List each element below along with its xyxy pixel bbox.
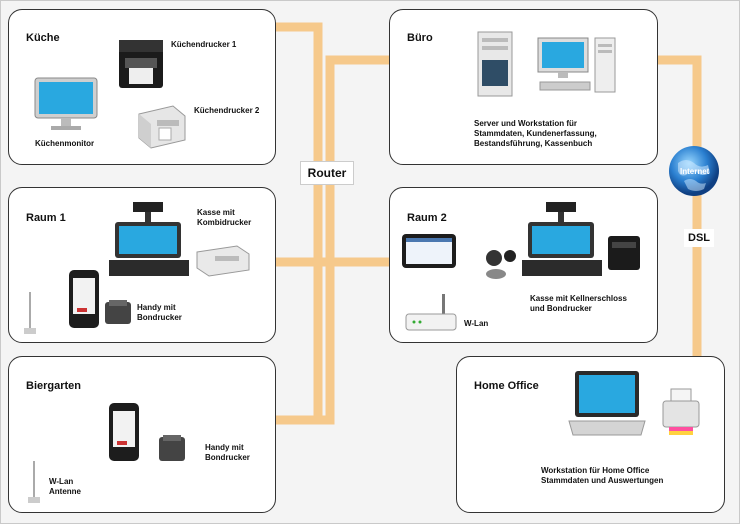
section-biergarten: Biergarten Handy mit Bondrucker W-Lan An… xyxy=(8,356,276,513)
internet-globe-icon xyxy=(669,146,719,196)
wlan-label: W-Lan xyxy=(464,319,489,328)
section-title: Home Office xyxy=(474,380,539,392)
biergarten-handy-label-2: Bondrucker xyxy=(205,453,250,462)
raum1-pos-label-2: Kombidrucker xyxy=(197,218,252,227)
section-title: Raum 1 xyxy=(26,212,66,224)
kitchen-monitor-label: Küchenmonitor xyxy=(35,139,95,148)
internet-label: Internet xyxy=(680,167,710,176)
section-raum2: Raum 2 Kasse mit Kellnerschloss und Bond… xyxy=(389,187,658,343)
pos-terminal-icon xyxy=(522,202,602,276)
section-title: Küche xyxy=(26,32,60,44)
raum2-pos-label-2: und Bondrucker xyxy=(530,304,592,313)
kitchen-printer-1-label: Küchendrucker 1 xyxy=(171,40,237,49)
buero-desc-line-1: Server und Workstation für xyxy=(474,119,577,128)
section-title: Büro xyxy=(407,32,433,44)
section-title: Raum 2 xyxy=(407,212,447,224)
section-homeoffice: Home Office Workstation für Home Office … xyxy=(456,356,725,513)
biergarten-antenna-label-2: Antenne xyxy=(49,487,81,496)
dsl-label: DSL xyxy=(684,229,714,247)
combi-printer-icon xyxy=(196,245,250,277)
kitchen-printer-2-label: Küchendrucker 2 xyxy=(194,106,260,115)
router-label: Router xyxy=(300,161,354,185)
inkjet-printer-icon xyxy=(662,388,700,435)
raum1-handy-label-2: Bondrucker xyxy=(137,313,182,322)
wlan-antenna-icon xyxy=(28,461,40,503)
pos-terminal-icon xyxy=(109,202,189,276)
kitchen-printer-2-icon xyxy=(138,105,186,149)
workstation-tower-icon xyxy=(594,37,616,93)
handheld-phone-icon xyxy=(69,270,99,328)
homeoffice-desc-line-2: Stammdaten und Auswertungen xyxy=(541,476,664,485)
tablet-icon xyxy=(402,234,456,268)
buero-desc-line-3: Bestandsführung, Kassenbuch xyxy=(474,139,593,148)
mobile-printer-icon xyxy=(105,300,131,324)
biergarten-handy-label-1: Handy mit xyxy=(205,443,244,452)
biergarten-antenna-label-1: W-Lan xyxy=(49,477,74,486)
handheld-phone-icon xyxy=(109,403,139,461)
kitchen-monitor-icon xyxy=(34,77,98,130)
section-buero: Büro Server und Workstation für Stammdat… xyxy=(389,9,658,165)
section-raum1: Raum 1 Kasse mit Kombidrucker Handy mit … xyxy=(8,187,276,343)
raum2-pos-label-1: Kasse mit Kellnerschloss xyxy=(530,294,627,303)
section-title: Biergarten xyxy=(26,380,82,392)
waiter-lock-icon xyxy=(486,250,516,279)
receipt-printer-icon xyxy=(608,236,640,270)
homeoffice-desc-line-1: Workstation für Home Office xyxy=(541,466,650,475)
server-tower-icon xyxy=(477,31,513,97)
wlan-router-icon xyxy=(405,294,457,331)
raum1-handy-label-1: Handy mit xyxy=(137,303,176,312)
kitchen-printer-1-icon xyxy=(119,40,163,88)
laptop-icon xyxy=(568,371,646,436)
workstation-monitor-icon xyxy=(537,37,591,91)
section-kueche: Küche Küchendrucker 1 Küchendrucker 2 Kü… xyxy=(8,9,276,165)
raum1-pos-label-1: Kasse mit xyxy=(197,208,235,217)
buero-desc-line-2: Stammdaten, Kundenerfassung, xyxy=(474,129,597,138)
mobile-printer-icon xyxy=(159,435,185,461)
wlan-antenna-icon xyxy=(24,292,36,334)
